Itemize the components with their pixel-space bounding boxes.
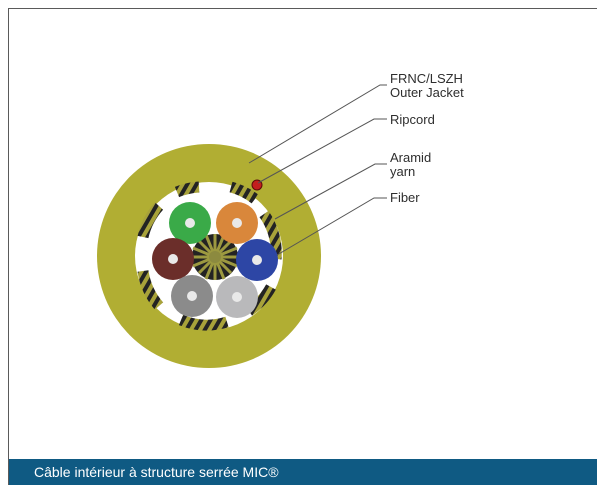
fiber-blue (236, 239, 278, 281)
aramid-segment (137, 202, 164, 239)
callout-line-fiber (276, 197, 387, 256)
aramid-segment (174, 181, 200, 198)
label-outer-jacket-line1: FRNC/LSZH (390, 71, 463, 86)
callout-line-ripcord (257, 118, 387, 184)
aramid-segment (229, 181, 259, 204)
aramid-segment (137, 269, 164, 310)
label-fiber: Fiber (390, 190, 420, 205)
caption-bar: Câble intérieur à structure serrée MIC® (9, 459, 597, 485)
fiber-gray (171, 275, 213, 317)
label-aramid-line1: Aramid (390, 150, 431, 165)
fiber-orange (216, 202, 258, 244)
label-ripcord: Ripcord (390, 112, 435, 127)
cable-cross-section-diagram: FRNC/LSZH Outer Jacket Ripcord Aramid ya… (97, 71, 464, 368)
figure-frame: FRNC/LSZH Outer Jacket Ripcord Aramid ya… (8, 8, 597, 485)
caption-text: Câble intérieur à structure serrée MIC® (34, 464, 279, 480)
fiber-light-gray (216, 276, 258, 318)
aramid-segment (178, 314, 229, 331)
callout-line-aramid (274, 163, 387, 220)
fiber-brown (152, 238, 194, 280)
central-member (192, 234, 238, 280)
label-outer-jacket-line2: Outer Jacket (390, 85, 464, 100)
label-aramid-line2: yarn (390, 164, 415, 179)
callout-line-outer-jacket (248, 84, 387, 164)
fiber-green (169, 202, 211, 244)
